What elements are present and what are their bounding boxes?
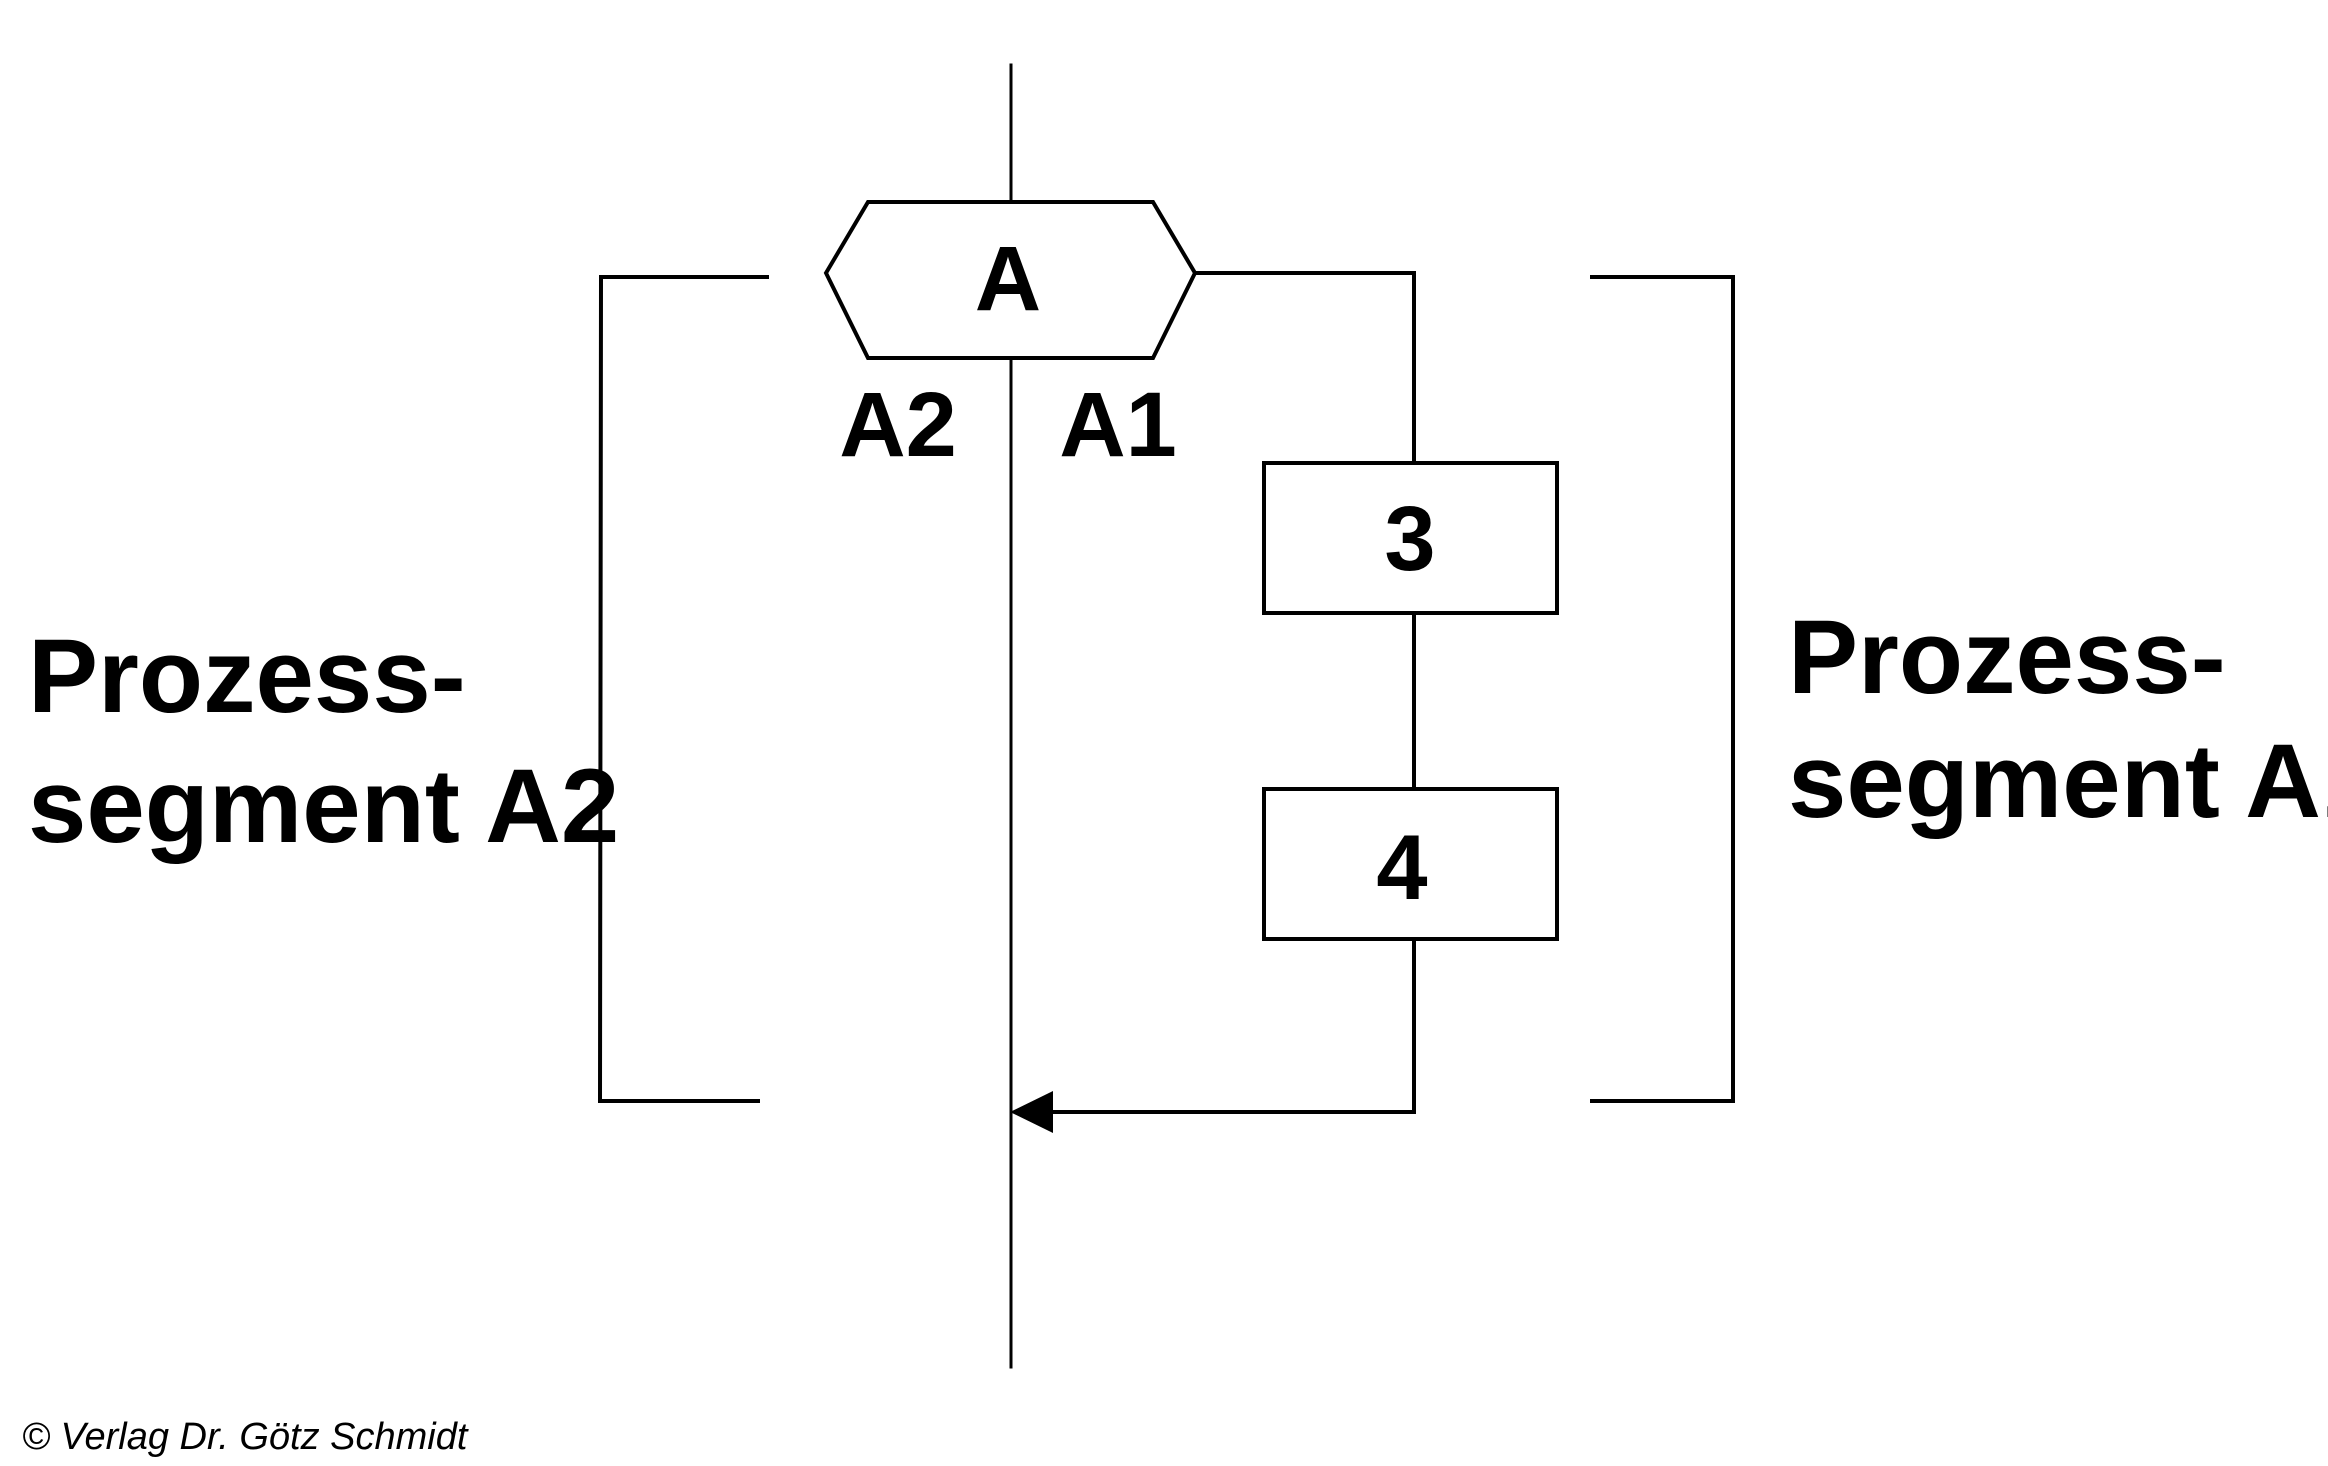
step-label-3: 3 — [1384, 488, 1435, 590]
copyright-notice: © Verlag Dr. Götz Schmidt — [22, 1416, 469, 1458]
segment-a2-label-line1: Prozess- — [28, 618, 466, 735]
segment-a1-bracket — [1590, 275, 1735, 1103]
branch-label-a2: A2 — [839, 374, 957, 476]
segment-a1-label-line1: Prozess- — [1788, 599, 2226, 716]
arrowhead-icon — [1010, 1091, 1053, 1133]
step-box-3 — [1262, 461, 1559, 615]
branch-label-a1: A1 — [1059, 374, 1177, 476]
branch-a1-connector — [1193, 271, 1416, 465]
segment-a2-bracket — [597, 275, 769, 1103]
decision-label: A — [975, 228, 1041, 330]
step-label-4: 4 — [1376, 817, 1427, 919]
segment-a1-label-line2: segment A1 — [1788, 723, 2328, 840]
segment-a2-label-line2: segment A2 — [28, 748, 619, 865]
step-box-4 — [1262, 787, 1559, 941]
return-connector — [1051, 937, 1416, 1114]
